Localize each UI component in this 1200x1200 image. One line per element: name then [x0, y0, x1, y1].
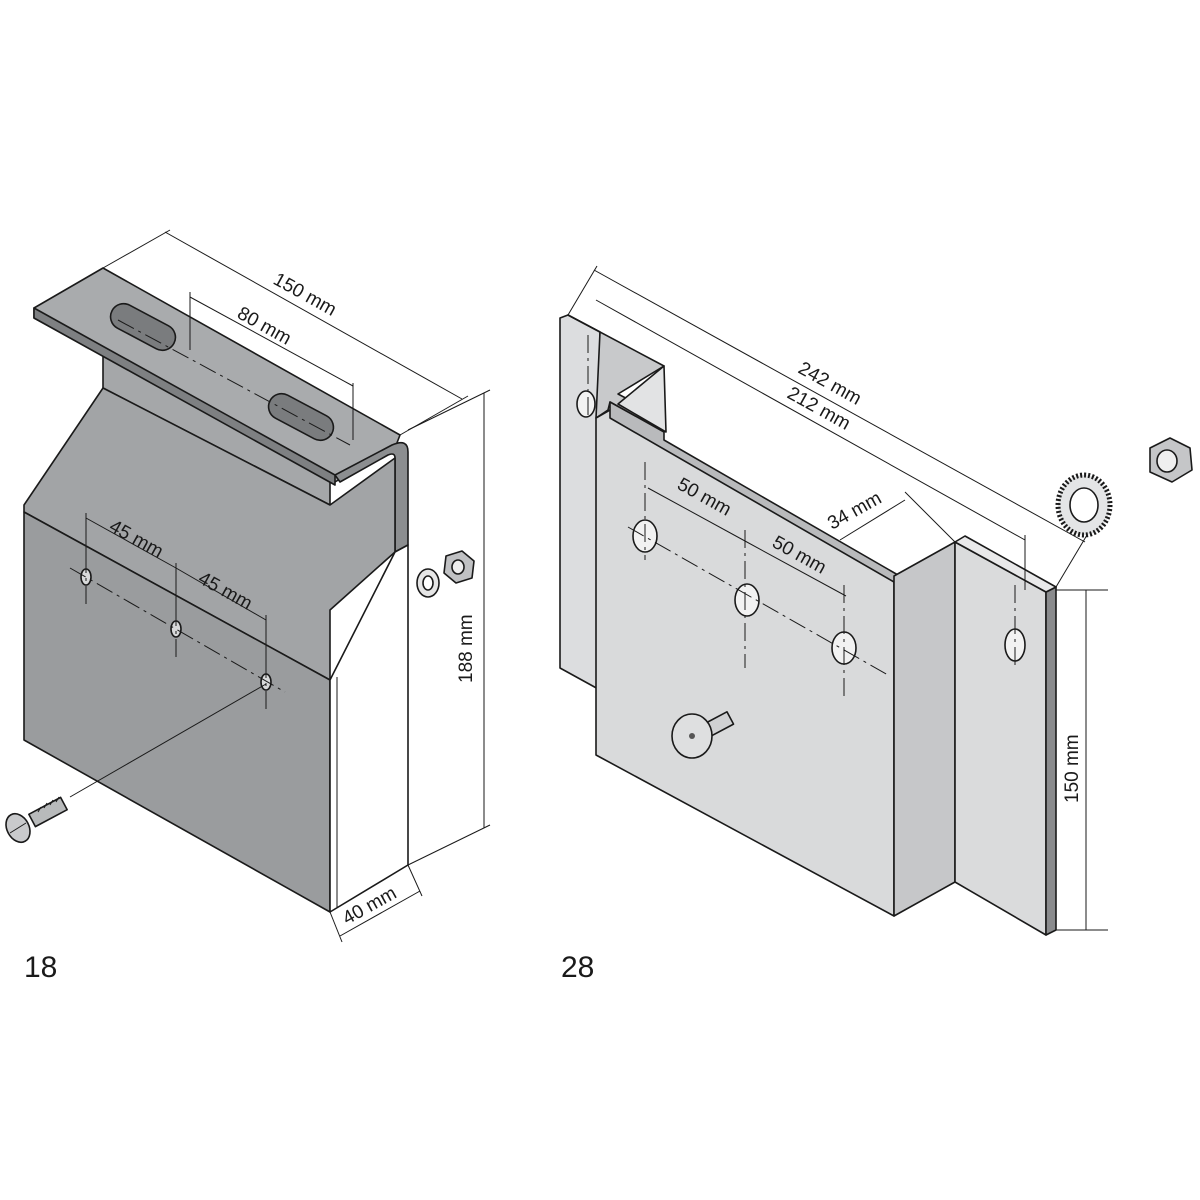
bracket28-inner-fold — [617, 365, 667, 433]
dim-150-height: 150 mm — [1062, 734, 1083, 803]
hole28-back — [576, 390, 596, 418]
dim-80: 80 mm — [234, 303, 295, 350]
toothed-washer-icon — [1055, 472, 1113, 538]
nut-icon — [443, 550, 475, 584]
figure-label-28: 28 — [561, 951, 594, 984]
pin-icon — [671, 710, 735, 759]
figure-label-18: 18 — [24, 951, 57, 984]
slot-left — [109, 302, 177, 352]
figure-18-bracket: 150 mm 80 mm 45 mm 45 mm 188 mm 40 mm 18 — [5, 229, 491, 984]
bracket28-mid-side — [893, 541, 956, 917]
bracket18-flange-edge — [33, 307, 336, 486]
bracket28-back-plate — [559, 314, 601, 691]
dim-150: 150 mm — [270, 269, 340, 321]
hex-nut-icon — [1149, 437, 1193, 483]
dim-188: 188 mm — [456, 614, 477, 683]
bracket28-right-flange — [954, 541, 1047, 936]
dim-34: 34 mm — [824, 488, 885, 535]
bracket28-right-edge — [1045, 586, 1057, 936]
hole28-2 — [734, 583, 760, 617]
figure-28-bracket: 242 mm 212 mm 50 mm 50 mm 34 mm 150 mm 2… — [559, 265, 1193, 984]
screw-icon — [5, 796, 68, 844]
bracket18-sloped-face — [23, 387, 396, 681]
slot-right — [267, 392, 335, 442]
washer-icon — [416, 568, 440, 598]
